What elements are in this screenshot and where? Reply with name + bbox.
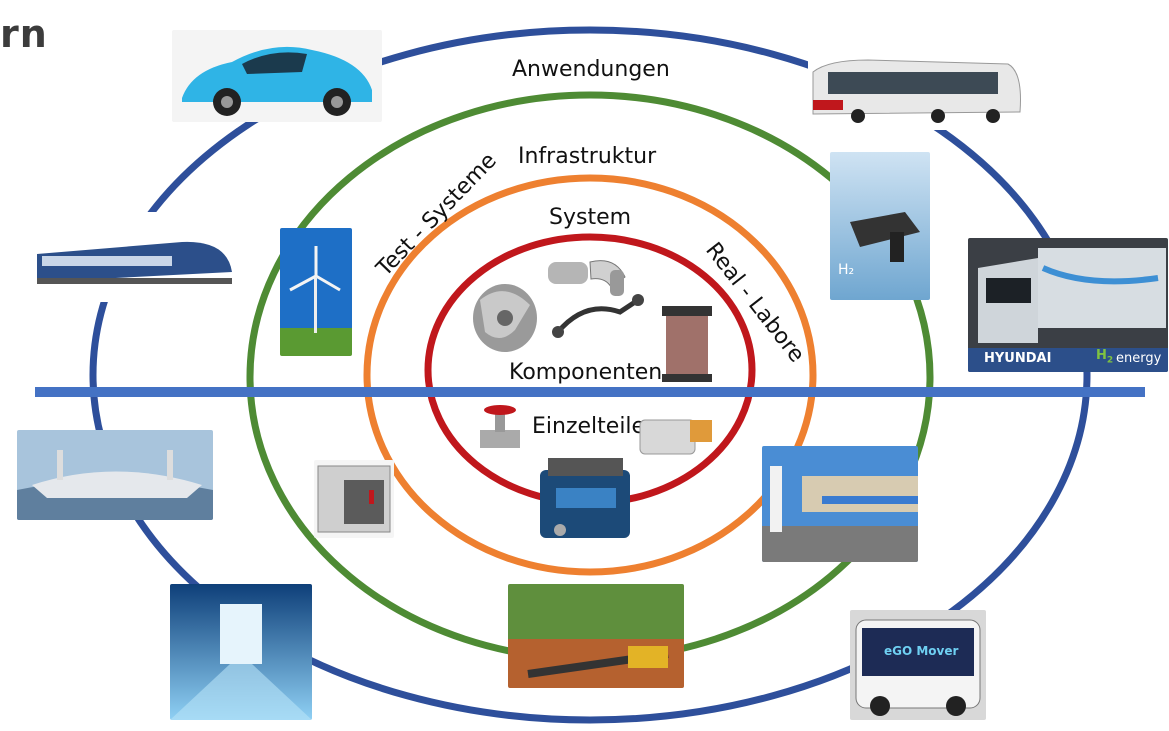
data-center-image <box>170 584 312 720</box>
articulated-bus-image <box>808 42 1026 130</box>
fuel-cell-module-icon <box>540 458 630 538</box>
label-komponenten: Komponenten <box>509 360 663 385</box>
ego-mover-shuttle-image: eGO Mover <box>850 610 986 720</box>
fuel-cell-stack-icon <box>662 306 712 382</box>
fuel-cell-car-image <box>172 30 382 122</box>
page-title-fragment: rn <box>0 12 48 56</box>
ring-anwendungen <box>89 26 1091 724</box>
pipeline-construction-image <box>508 584 684 688</box>
valve-icon <box>480 405 520 448</box>
hose-icon <box>552 294 644 338</box>
hydrogen-train-image <box>32 212 236 302</box>
label-system: System <box>545 205 636 230</box>
ring-system <box>363 174 817 576</box>
hyundai-truck-image: HYUNDAI H2 energy <box>968 238 1168 372</box>
truck-h2-label: H2 <box>1096 348 1114 366</box>
hydrogen-ship-image <box>17 430 213 520</box>
svg-text:H₂: H₂ <box>838 262 854 278</box>
label-infrastruktur: Infrastruktur <box>514 144 661 169</box>
truck-energy-label: energy <box>1116 351 1162 366</box>
impeller-icon <box>473 284 537 352</box>
label-anwendungen: Anwendungen <box>508 57 674 82</box>
shuttle-label: eGO Mover <box>884 644 959 658</box>
label-einzelteile: Einzelteile <box>532 414 646 439</box>
pipe-fitting-icon <box>548 260 626 296</box>
wind-turbine-image <box>280 228 352 356</box>
hydrogen-fuel-pump-image: H₂ <box>830 152 930 300</box>
truck-brand-label: HYUNDAI <box>984 351 1052 366</box>
electrolyzer-container-image <box>314 460 394 538</box>
regulator-icon <box>639 419 712 455</box>
horizontal-divider <box>35 387 1145 397</box>
hydrogen-station-image <box>762 446 918 562</box>
